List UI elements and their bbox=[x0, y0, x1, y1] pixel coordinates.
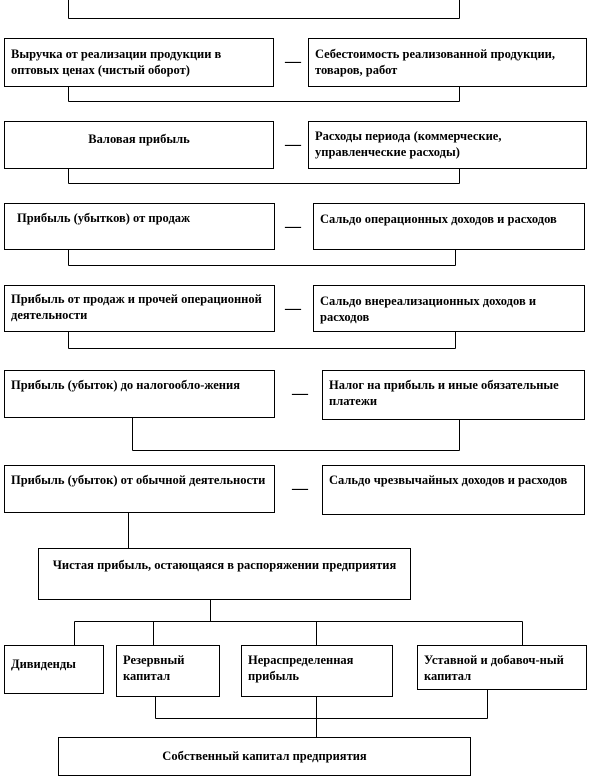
gross-profit-box: Валовая прибыль bbox=[4, 121, 274, 169]
operating-balance-box: Сальдо операционных доходов и расходов bbox=[313, 203, 585, 250]
minus-operator: — bbox=[285, 136, 301, 153]
minus-operator: — bbox=[285, 300, 301, 317]
sales-profit-box: Прибыль (убытков) от продаж bbox=[4, 203, 275, 250]
minus-operator: — bbox=[285, 218, 301, 235]
minus-operator: — bbox=[292, 385, 308, 402]
tax-box: Налог на прибыль и иные обязательные пла… bbox=[322, 370, 585, 420]
dividends-box: Дивиденды bbox=[4, 645, 104, 694]
extraordinary-balance-box: Сальдо чрезвычайных доходов и расходов bbox=[322, 465, 585, 515]
cost-box: Себестоимость реализованной продукции, т… bbox=[308, 38, 587, 87]
minus-operator: — bbox=[292, 480, 308, 497]
authorized-capital-box: Уставной и добавоч-ный капитал bbox=[417, 645, 587, 690]
pretax-profit-box: Прибыль (убыток) до налогообло-жения bbox=[4, 370, 275, 418]
nonoperating-balance-box: Сальдо внереализационных доходов и расхо… bbox=[313, 285, 585, 332]
period-expenses-box: Расходы периода (коммерческие, управленч… bbox=[308, 121, 587, 169]
retained-earnings-box: Нераспределенная прибыль bbox=[241, 645, 393, 697]
equity-box: Собственный капитал предприятия bbox=[58, 737, 471, 776]
sales-other-profit-box: Прибыль от продаж и прочей операционной … bbox=[4, 285, 275, 332]
net-profit-box: Чистая прибыль, остающаяся в распоряжени… bbox=[38, 548, 411, 600]
revenue-box: Выручка от реализации продукции в оптовы… bbox=[4, 38, 274, 87]
ordinary-profit-box: Прибыль (убыток) от обычной деятельности bbox=[4, 465, 275, 513]
reserve-capital-box: Резервный капитал bbox=[116, 645, 220, 697]
minus-operator: — bbox=[285, 53, 301, 70]
